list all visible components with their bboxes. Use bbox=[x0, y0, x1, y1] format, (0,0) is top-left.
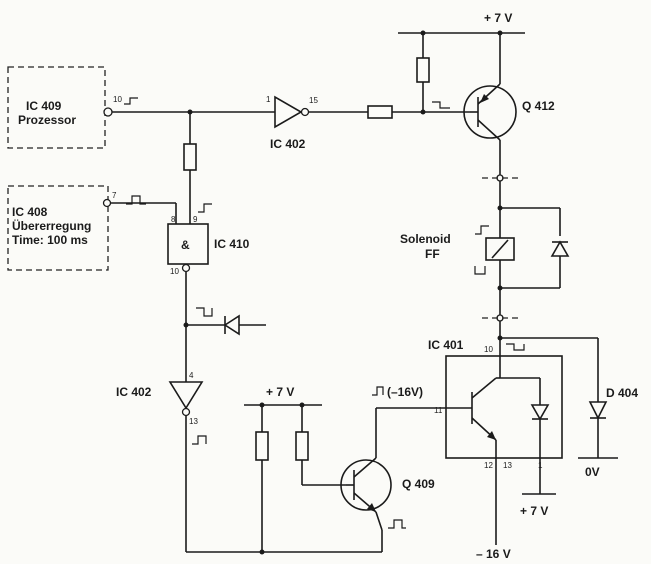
inverter-bubble bbox=[181, 407, 191, 417]
d404-diode bbox=[588, 401, 608, 420]
solenoid-sublabel: FF bbox=[425, 247, 440, 261]
pulse-icon bbox=[388, 519, 406, 529]
pin-label: 13 bbox=[189, 417, 198, 426]
ic401-block bbox=[445, 355, 563, 459]
ic401-label: IC 401 bbox=[428, 338, 464, 352]
resistor bbox=[416, 57, 430, 83]
supply-plus7-mid: + 7 V bbox=[266, 385, 294, 399]
pin-label: 9 bbox=[193, 215, 198, 224]
pulse-icon bbox=[192, 435, 207, 445]
pin-label: 11 bbox=[434, 406, 443, 415]
d404-label: D 404 bbox=[606, 386, 638, 400]
ic402-bottom-label: IC 402 bbox=[116, 385, 152, 399]
ic408-sublabel-1: Übererregung bbox=[12, 218, 91, 233]
pin-label: 13 bbox=[503, 461, 512, 470]
supply-zero-v: 0V bbox=[585, 465, 600, 479]
ic408-sublabel-2: Time: 100 ms bbox=[12, 233, 88, 247]
ic408-block bbox=[7, 185, 109, 271]
pin-label: 12 bbox=[484, 461, 493, 470]
pin-label: 8 bbox=[171, 215, 176, 224]
falling-pulse-icon bbox=[196, 307, 213, 317]
and-symbol: & bbox=[181, 238, 190, 252]
ic410-label: IC 410 bbox=[214, 237, 250, 251]
step-pulse-icon bbox=[198, 203, 212, 213]
supply-plus7-bottom: + 7 V bbox=[520, 504, 548, 518]
q409-transistor bbox=[340, 459, 392, 511]
ic408-output-pin bbox=[102, 198, 112, 208]
falling-pulse-icon bbox=[432, 101, 450, 109]
pin-label: 4 bbox=[189, 371, 194, 380]
solenoid-label: Solenoid bbox=[400, 232, 451, 246]
ic402-top-buffer bbox=[274, 95, 303, 129]
ic402-top-label: IC 402 bbox=[270, 137, 306, 151]
supply-minus16: – 16 V bbox=[476, 547, 511, 561]
ic409-block bbox=[7, 66, 106, 149]
resistor bbox=[295, 431, 309, 461]
pin-label: 7 bbox=[112, 191, 117, 200]
ic409-sublabel: Prozessor bbox=[18, 113, 76, 127]
supply-minus16-paren: (–16V) bbox=[387, 385, 423, 399]
rising-pulse-icon bbox=[475, 225, 489, 235]
step-pulse-icon bbox=[124, 97, 138, 105]
ic409-output-pin bbox=[103, 107, 113, 117]
q409-label: Q 409 bbox=[402, 477, 435, 491]
inverter-bubble bbox=[181, 263, 191, 273]
ic408-label: IC 408 bbox=[12, 205, 48, 219]
resistor bbox=[183, 143, 197, 171]
supply-plus7-top: + 7 V bbox=[484, 11, 512, 25]
ic410-and-gate bbox=[167, 223, 209, 265]
ic409-label: IC 409 bbox=[26, 99, 62, 113]
diode bbox=[223, 314, 240, 336]
pin-label: 10 bbox=[484, 345, 493, 354]
pulse-icon bbox=[372, 386, 384, 396]
resistor bbox=[367, 105, 393, 119]
q412-transistor bbox=[463, 85, 517, 139]
pin-label: 10 bbox=[113, 95, 122, 104]
pin-label: 1 bbox=[266, 95, 271, 104]
internal-diode bbox=[530, 404, 550, 421]
q412-label: Q 412 bbox=[522, 99, 555, 113]
pin-label: 15 bbox=[309, 96, 318, 105]
pin-label: 10 bbox=[170, 267, 179, 276]
ic402-bottom-buffer bbox=[168, 381, 204, 410]
falling-pulse-icon bbox=[474, 266, 486, 275]
flyback-diode bbox=[550, 240, 570, 257]
pulse-icon bbox=[126, 195, 146, 205]
resistor bbox=[255, 431, 269, 461]
falling-pulse-icon bbox=[506, 343, 525, 351]
inverter-bubble bbox=[300, 107, 310, 117]
